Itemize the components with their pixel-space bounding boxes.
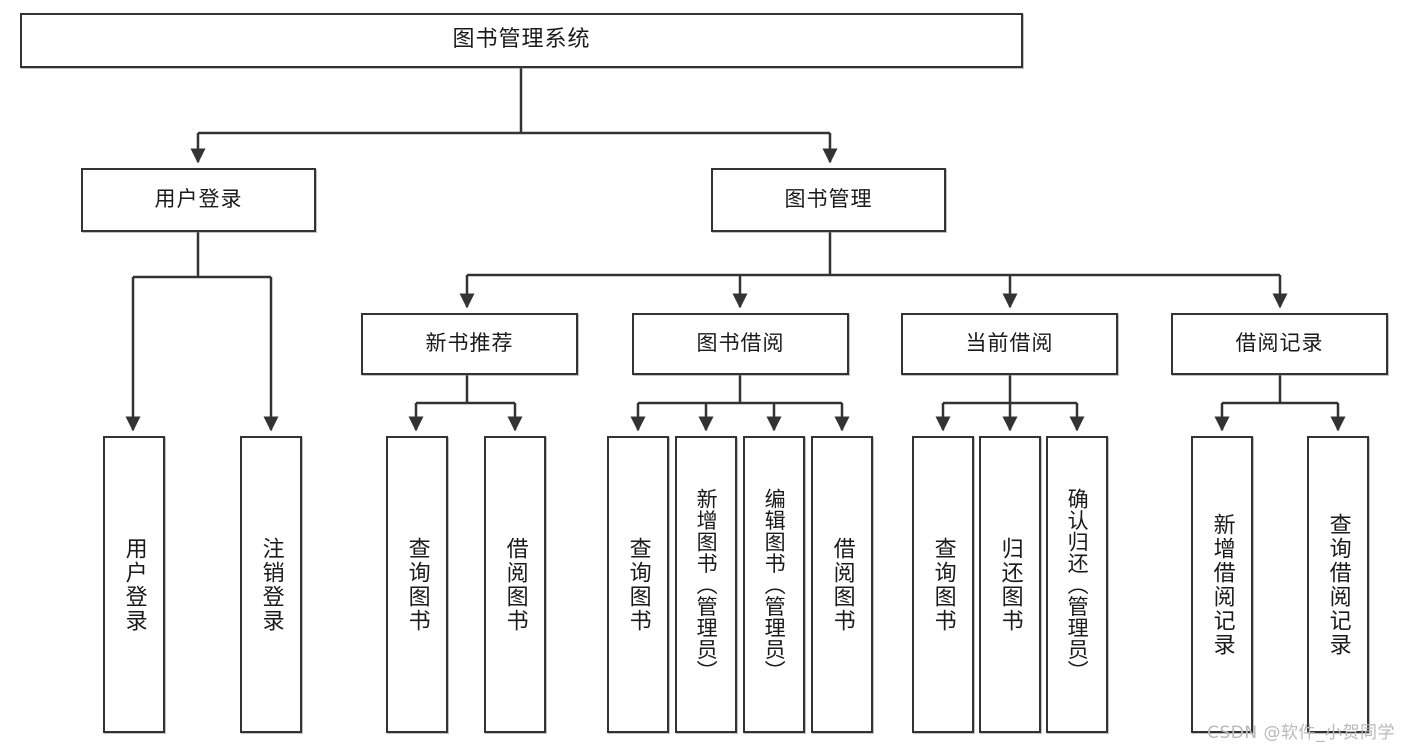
leaf-bb-add-book-admin[interactable]: 新增图书（管理员） — [675, 436, 737, 733]
leaf-bb-edit-book-admin[interactable]: 编辑图书（管理员） — [743, 436, 805, 733]
node-book-borrow[interactable]: 图书借阅 — [632, 313, 849, 375]
node-user-login[interactable]: 用户登录 — [81, 168, 316, 232]
node-borrow-record[interactable]: 借阅记录 — [1171, 313, 1388, 375]
leaf-nb-borrow-book[interactable]: 借阅图书 — [484, 436, 546, 733]
leaf-bb-borrow-book[interactable]: 借阅图书 — [811, 436, 873, 733]
leaf-br-add-record[interactable]: 新增借阅记录 — [1191, 436, 1253, 733]
leaf-cb-query-book[interactable]: 查询图书 — [912, 436, 974, 733]
leaf-user-login[interactable]: 用户登录 — [103, 436, 165, 733]
leaf-logout[interactable]: 注销登录 — [240, 436, 302, 733]
node-root[interactable]: 图书管理系统 — [20, 13, 1023, 68]
leaf-br-query-record[interactable]: 查询借阅记录 — [1307, 436, 1369, 733]
leaf-cb-confirm-return-admin[interactable]: 确认归还（管理员） — [1046, 436, 1108, 733]
leaf-cb-return-book[interactable]: 归还图书 — [979, 436, 1041, 733]
node-book-manage[interactable]: 图书管理 — [711, 168, 946, 232]
leaf-nb-query-book[interactable]: 查询图书 — [386, 436, 448, 733]
node-new-book-recommend[interactable]: 新书推荐 — [361, 313, 578, 375]
node-current-borrow[interactable]: 当前借阅 — [901, 313, 1118, 375]
leaf-bb-query-book[interactable]: 查询图书 — [607, 436, 669, 733]
